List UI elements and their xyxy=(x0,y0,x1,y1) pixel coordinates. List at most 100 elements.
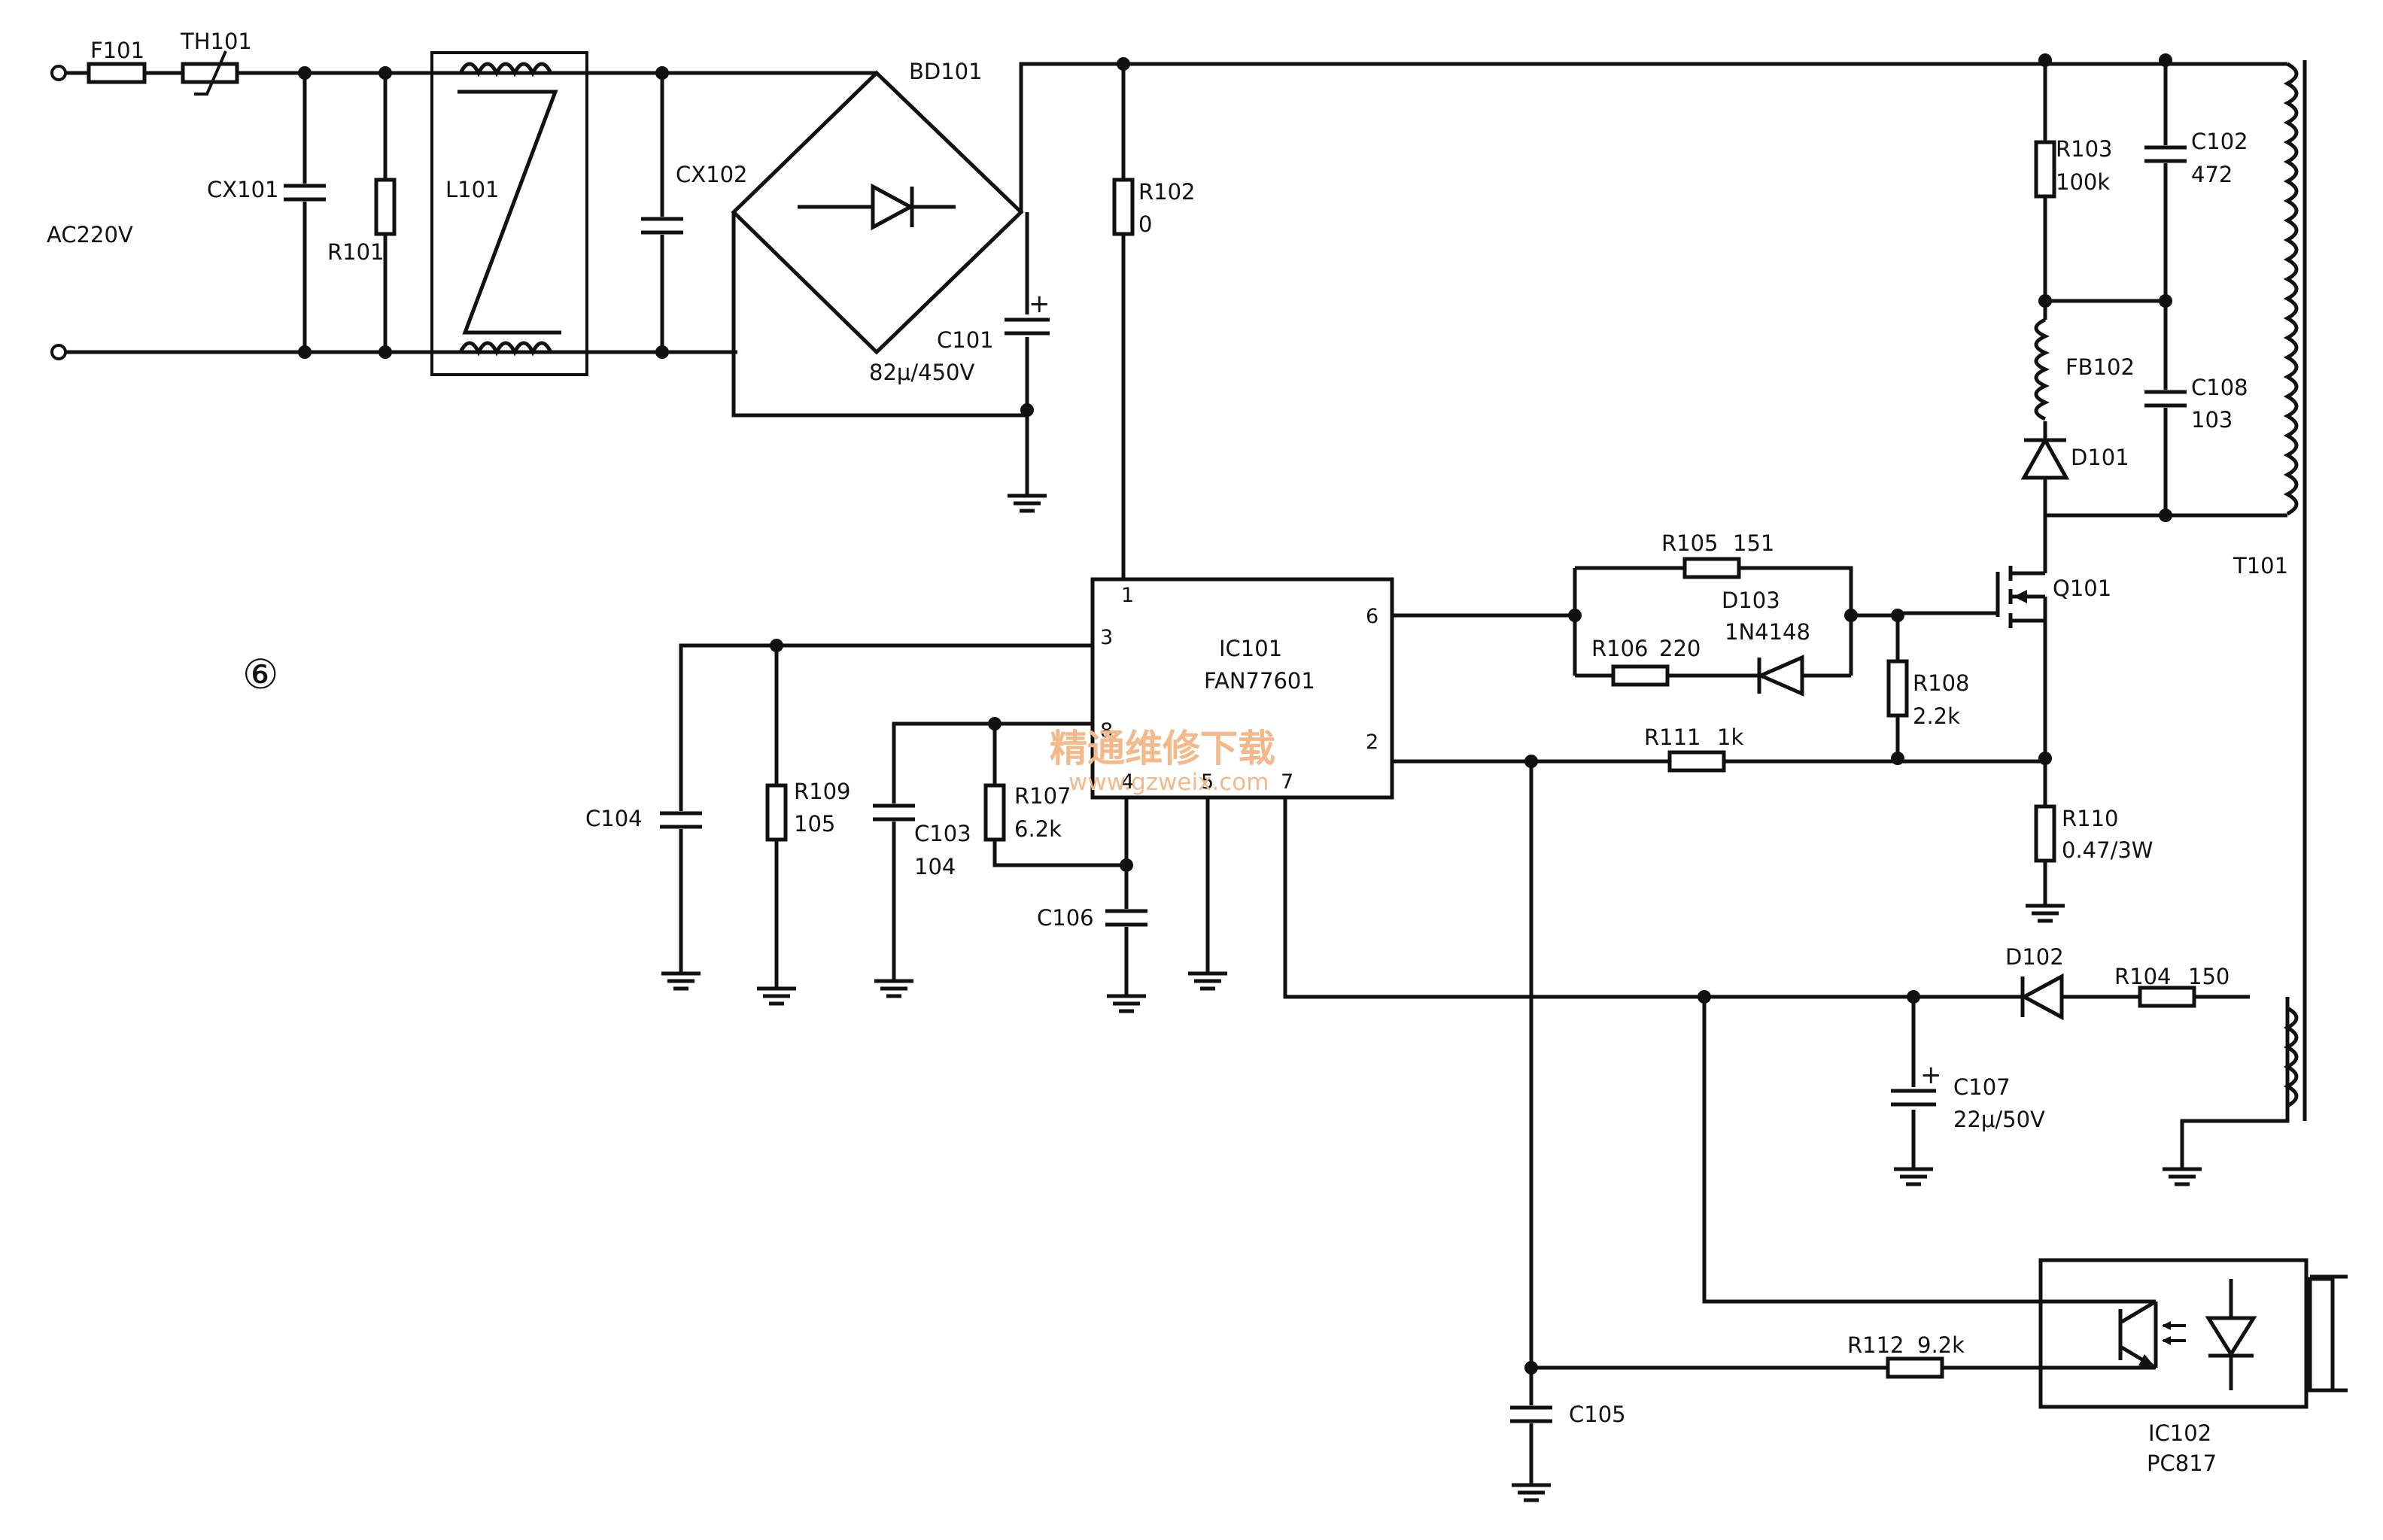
capacitor-c103 xyxy=(873,803,915,822)
label-ac220v: AC220V xyxy=(47,222,133,248)
common-mode-choke-l101 xyxy=(430,51,588,376)
ic101-pin2-label: 2 xyxy=(1366,731,1378,754)
resistor-r107 xyxy=(986,785,1004,840)
resistor-r108 xyxy=(1889,661,1907,715)
resistor-r104 xyxy=(2140,988,2194,1006)
optocoupler-ic102 xyxy=(2038,1258,2309,1409)
label-r106: R106 xyxy=(1591,636,1649,661)
label-d103: D103 xyxy=(1722,588,1780,613)
label-t101: T101 xyxy=(2233,553,2288,579)
ic101-pin3-label: 3 xyxy=(1100,626,1113,649)
label-r108-value: 2.2k xyxy=(1913,703,1960,729)
ground-r109 xyxy=(757,978,796,1004)
ac-input-terminal-top xyxy=(50,65,67,81)
label-c107-value: 22μ/50V xyxy=(1953,1107,2045,1132)
capacitor-c105 xyxy=(1510,1405,1552,1423)
ic101-chip xyxy=(1090,577,1394,800)
watermark-url: www.gzweix.com xyxy=(1068,769,1269,796)
label-r104: R104 xyxy=(2114,964,2172,989)
label-l101: L101 xyxy=(445,177,500,202)
capacitor-cx102 xyxy=(641,217,683,235)
capacitor-cx101 xyxy=(284,184,326,202)
label-r101: R101 xyxy=(327,239,385,265)
ic101-pin1-label: 1 xyxy=(1121,584,1134,607)
label-r106-value: 220 xyxy=(1659,636,1701,661)
label-ic102: IC102 xyxy=(2148,1420,2211,1446)
resistor-r102 xyxy=(1114,180,1132,234)
capacitor-c108 xyxy=(2144,390,2187,408)
watermark-chinese: 精通维修下载 xyxy=(1050,727,1275,770)
ground-c107 xyxy=(1894,1159,1933,1184)
ic101-pin5-label: 5 xyxy=(1201,770,1214,794)
label-c108: C108 xyxy=(2191,375,2248,400)
resistor-r111 xyxy=(1670,752,1724,770)
transformer-t101-primary xyxy=(2283,62,2299,516)
label-r110: R110 xyxy=(2062,806,2119,831)
ground-c105 xyxy=(1512,1475,1551,1500)
diode-d101 xyxy=(2020,436,2070,480)
ground-r110 xyxy=(2026,895,2065,921)
ac-input-terminal-bottom xyxy=(50,344,67,360)
figure-number: ⑥ xyxy=(242,651,278,698)
label-r103: R103 xyxy=(2056,136,2113,162)
label-th101: TH101 xyxy=(180,29,252,54)
label-c107: C107 xyxy=(1953,1074,2011,1100)
label-c105: C105 xyxy=(1569,1402,1626,1427)
bridge-rectifier-bd101 xyxy=(798,183,956,231)
label-bd101: BD101 xyxy=(909,59,983,84)
label-r111: R111 xyxy=(1644,724,1701,750)
label-r105: R105 xyxy=(1661,530,1719,556)
capacitor-c106 xyxy=(1105,909,1147,927)
label-ic101-value: FAN77601 xyxy=(1204,668,1315,694)
label-c101-value: 82μ/450V xyxy=(869,360,974,385)
label-r111-value: 1k xyxy=(1717,724,1743,750)
transformer-t101-aux-winding xyxy=(2283,1006,2299,1108)
resistor-r112 xyxy=(1888,1359,1942,1377)
ground-c104 xyxy=(661,963,701,989)
svg-text:+: + xyxy=(1029,289,1050,319)
svg-text:+: + xyxy=(1920,1060,1942,1090)
resistor-r109 xyxy=(767,785,786,840)
capacitor-c101: + xyxy=(1005,289,1050,337)
label-r112: R112 xyxy=(1847,1332,1904,1358)
wires xyxy=(64,60,2348,1475)
ic101-pin7-label: 7 xyxy=(1281,770,1293,794)
label-r102-value: 0 xyxy=(1138,211,1152,237)
label-cx102: CX102 xyxy=(676,162,747,187)
label-r102: R102 xyxy=(1138,179,1196,205)
label-c103: C103 xyxy=(914,821,971,846)
label-c106: C106 xyxy=(1037,905,1094,931)
label-r109-value: 105 xyxy=(794,811,835,837)
capacitor-c102 xyxy=(2144,145,2187,163)
label-r112-value: 9.2k xyxy=(1917,1332,1965,1358)
ground-pin5 xyxy=(1188,963,1227,989)
ic101-pin8-label: 8 xyxy=(1100,719,1113,743)
label-r104-value: 150 xyxy=(2188,964,2230,989)
label-c104: C104 xyxy=(585,806,643,831)
capacitor-c107: + xyxy=(1891,1060,1942,1110)
resistor-r110 xyxy=(2036,806,2054,861)
label-q101: Q101 xyxy=(2053,576,2111,601)
label-f101: F101 xyxy=(90,38,144,63)
resistor-r101 xyxy=(376,180,394,234)
label-fb102: FB102 xyxy=(2065,354,2135,380)
label-r105-value: 151 xyxy=(1733,530,1774,556)
ic101-pin6-label: 6 xyxy=(1366,605,1378,628)
fuse-f101 xyxy=(87,62,147,84)
label-r108: R108 xyxy=(1913,670,1970,696)
label-r110-value: 0.47/3W xyxy=(2062,837,2153,863)
mosfet-q101 xyxy=(1995,566,2047,628)
label-c103-value: 104 xyxy=(914,854,956,879)
label-r107-value: 6.2k xyxy=(1014,816,1062,842)
diode-d103 xyxy=(1755,655,1804,697)
ground-c106 xyxy=(1107,986,1146,1011)
label-d103-value: 1N4148 xyxy=(1725,619,1810,645)
thermistor-th101 xyxy=(181,50,239,96)
label-d101: D101 xyxy=(2071,445,2129,470)
label-c108-value: 103 xyxy=(2191,407,2233,433)
diode-d102 xyxy=(2020,973,2064,1021)
ground-aux xyxy=(2163,1159,2202,1184)
label-r103-value: 100k xyxy=(2056,169,2110,195)
label-c102: C102 xyxy=(2191,129,2248,154)
